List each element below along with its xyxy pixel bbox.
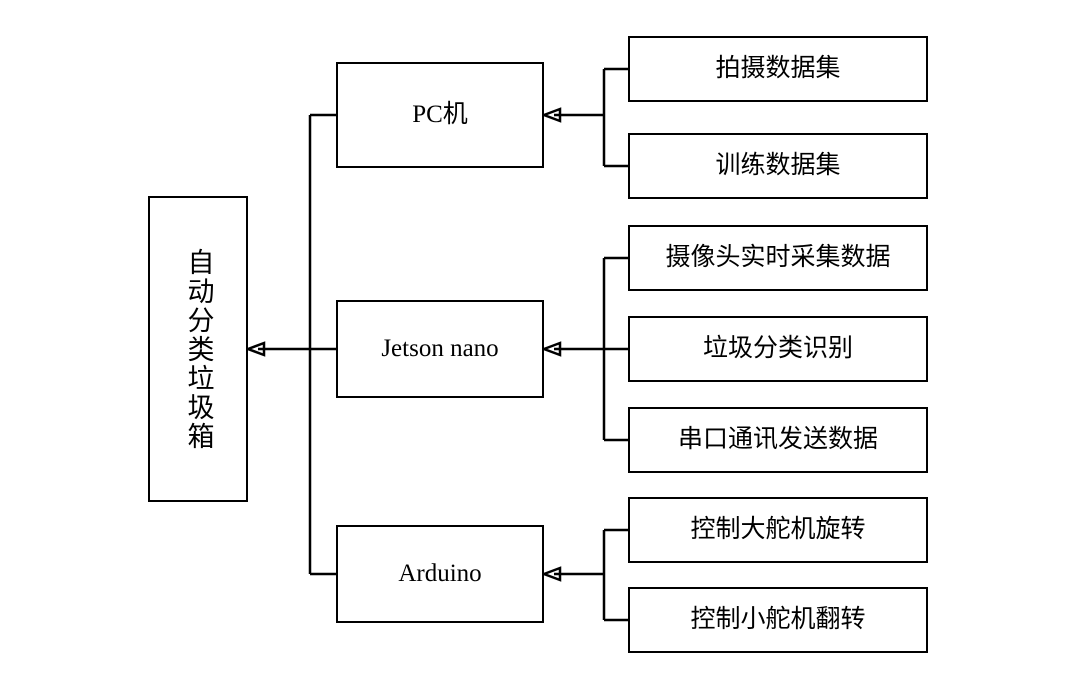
task-box-pc-2: 训练数据集 (628, 133, 928, 199)
stage-box-jetson: Jetson nano (336, 300, 544, 398)
arrowhead-jetson (540, 341, 562, 357)
task-box-pc-1: 拍摄数据集 (628, 36, 928, 102)
task-box-jetson-3: 串口通讯发送数据 (628, 407, 928, 473)
stage-box-arduino: Arduino (336, 525, 544, 623)
output-box-label: 自动分类垃圾箱 (183, 247, 214, 451)
task-box-arduino-2: 控制小舵机翻转 (628, 587, 928, 653)
arrowhead-arduino (540, 566, 562, 582)
task-box-jetson-1: 摄像头实时采集数据 (628, 225, 928, 291)
stage-box-pc: PC机 (336, 62, 544, 168)
stage-box-jetson-label: Jetson nano (381, 334, 499, 362)
task-box-jetson-2: 垃圾分类识别 (628, 316, 928, 382)
task-box-pc-1-label: 拍摄数据集 (715, 54, 841, 82)
output-box: 自动分类垃圾箱 (148, 196, 248, 502)
task-box-jetson-2-label: 垃圾分类识别 (702, 334, 853, 362)
task-box-arduino-1-label: 控制大舵机旋转 (690, 515, 866, 543)
task-box-pc-2-label: 训练数据集 (715, 151, 841, 179)
task-box-arduino-1: 控制大舵机旋转 (628, 497, 928, 563)
task-box-jetson-1-label: 摄像头实时采集数据 (665, 243, 891, 271)
arrowhead-output (244, 341, 266, 357)
stage-box-arduino-label: Arduino (398, 559, 482, 587)
task-box-jetson-3-label: 串口通讯发送数据 (677, 425, 878, 453)
task-box-arduino-2-label: 控制小舵机翻转 (690, 605, 866, 633)
arrowhead-pc (540, 107, 562, 123)
stage-box-pc-label: PC机 (412, 100, 468, 128)
